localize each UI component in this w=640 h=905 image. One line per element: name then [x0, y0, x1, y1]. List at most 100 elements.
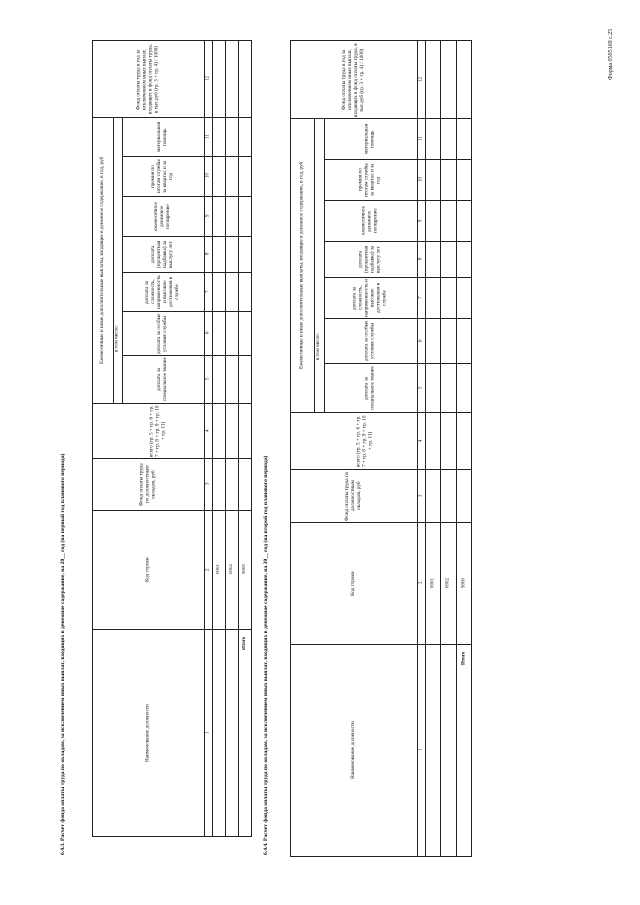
- group-divider: [314, 118, 315, 412]
- column-number: 11: [205, 134, 211, 139]
- column-boundary: [93, 510, 251, 511]
- column-number: 3: [418, 494, 424, 497]
- column-number: 9: [205, 214, 211, 218]
- number-strip-divider: [425, 41, 426, 856]
- column-boundary: [291, 118, 471, 119]
- column-header-special-rank: доплата за специальное звание: [363, 366, 376, 410]
- column-header-material-aid: материальная помощь: [363, 123, 376, 155]
- row-code: 0002: [445, 578, 451, 588]
- including-divider: [324, 118, 325, 412]
- column-header-row-code: Код строки: [144, 557, 151, 583]
- row-divider: [455, 41, 457, 856]
- row-code: 0001: [216, 564, 222, 575]
- row-code: 9000: [242, 564, 248, 575]
- column-boundary: [291, 200, 471, 201]
- salary-table-1: Ежемесячные и иные дополнительные выплат…: [92, 40, 252, 837]
- column-header-bonus: премия по итогам службы за квартал и за …: [150, 159, 174, 194]
- column-number: 5: [418, 386, 424, 389]
- column-boundary: [93, 458, 251, 459]
- column-header-position-name: Наименование должности: [350, 721, 357, 780]
- group-header-cell: [291, 119, 324, 412]
- column-boundary: [93, 272, 251, 273]
- row-divider: [238, 41, 239, 836]
- header-divider: [204, 41, 205, 836]
- column-header-salary-fund: Фонд оплаты труда по должностным окладам…: [138, 463, 157, 506]
- column-header-seniority: доплата (процентная надбавка) за выслугу…: [150, 240, 174, 269]
- column-boundary: [291, 159, 471, 160]
- column-number: 6: [205, 331, 211, 335]
- row-divider: [440, 41, 442, 856]
- including-divider: [122, 117, 123, 403]
- column-header-seniority: доплата (процентная надбавка) за выслугу…: [357, 245, 382, 274]
- column-header-position-name: Наименование должности: [144, 704, 151, 762]
- column-number: 10: [418, 177, 424, 182]
- column-boundary: [291, 644, 471, 645]
- row-code: 9000: [460, 578, 466, 588]
- column-boundary: [93, 403, 251, 404]
- total-row-label: Итого: [460, 651, 466, 665]
- column-header-special-rank: доплата за специальное звание: [156, 357, 168, 402]
- column-header-row-code: Код строки: [350, 571, 357, 596]
- column-number: 9: [418, 219, 424, 222]
- additional-payments-header: Ежемесячные и иные дополнительные выплат…: [298, 161, 305, 369]
- row-divider: [225, 41, 226, 836]
- column-boundary: [93, 629, 251, 630]
- form-reference: Форма 0505169 с.25: [608, 28, 614, 80]
- column-number: 1: [418, 748, 424, 752]
- column-number: 4: [205, 429, 211, 432]
- number-strip-divider: [212, 41, 213, 836]
- column-boundary: [291, 277, 471, 278]
- group-divider: [113, 117, 114, 403]
- column-boundary: [291, 412, 471, 413]
- column-boundary: [291, 318, 471, 319]
- column-boundary: [291, 469, 471, 470]
- column-header-qualification: доплата за сложность, напряженность и вы…: [351, 279, 388, 317]
- column-boundary: [93, 355, 251, 356]
- row-code: 0002: [229, 564, 235, 575]
- column-boundary: [93, 236, 251, 237]
- column-number: 11: [418, 136, 424, 141]
- including-label: в том числе:: [315, 332, 322, 360]
- column-number: 8: [418, 257, 424, 261]
- column-header-monthly-incentive: ежемесячное денежное поощрение: [360, 206, 379, 236]
- column-boundary: [291, 522, 471, 523]
- column-number: 12: [418, 77, 424, 82]
- column-boundary: [291, 241, 471, 242]
- column-header-material-aid: материальная помощь: [156, 121, 168, 153]
- column-header-fund-total: Фонд оплаты труда в год за исключением и…: [341, 43, 365, 117]
- additional-payments-header: Ежемесячные и иные дополнительные выплат…: [99, 156, 106, 364]
- column-header-total: всего (гр. 5 + гр. 6 + гр. 7 + гр. 8 + г…: [355, 415, 374, 467]
- column-number: 8: [205, 252, 211, 256]
- section-heading-2: 6.4.4. Расчет фонда оплаты труда по окла…: [263, 455, 269, 855]
- column-number: 3: [205, 482, 211, 486]
- salary-table-2: Ежемесячные и иные дополнительные выплат…: [290, 40, 472, 857]
- column-boundary: [93, 311, 251, 312]
- column-number: 10: [205, 173, 211, 179]
- column-number: 2: [418, 581, 424, 585]
- section-heading-1: 6.4.3. Расчет фонда оплаты труда по окла…: [60, 453, 66, 855]
- column-header-special-conditions: доплата за особые условия службы: [156, 313, 168, 354]
- column-boundary: [291, 363, 471, 364]
- column-header-salary-fund: Фонд оплаты труда по должностным окладам…: [344, 471, 362, 521]
- column-header-fund-total: Фонд оплаты труда в год за исключением и…: [135, 44, 160, 115]
- column-header-monthly-incentive: ежемесячное денежное поощрение: [153, 202, 171, 231]
- header-divider: [417, 41, 418, 856]
- including-label: в том числе:: [113, 324, 120, 353]
- row-code: 0001: [430, 578, 436, 588]
- column-number: 7: [205, 290, 211, 293]
- column-number: 7: [418, 296, 424, 299]
- column-boundary: [93, 117, 251, 118]
- column-number: 1: [205, 731, 211, 734]
- column-header-special-conditions: доплата за особые условия службы: [363, 320, 376, 362]
- column-number: 12: [205, 76, 211, 82]
- column-number: 5: [205, 377, 211, 381]
- column-header-bonus: премия по итогам службы за квартал и за …: [357, 163, 382, 197]
- column-header-total: всего (гр. 5 + гр. 6 + гр. 7 + гр. 8 + г…: [148, 405, 167, 457]
- column-header-qualification: доплата за сложность, напряженность и вы…: [144, 275, 180, 309]
- total-row-label: Итого: [242, 636, 248, 650]
- column-number: 6: [418, 339, 424, 342]
- column-boundary: [93, 196, 251, 197]
- column-boundary: [93, 156, 251, 157]
- group-header-cell: [93, 118, 122, 403]
